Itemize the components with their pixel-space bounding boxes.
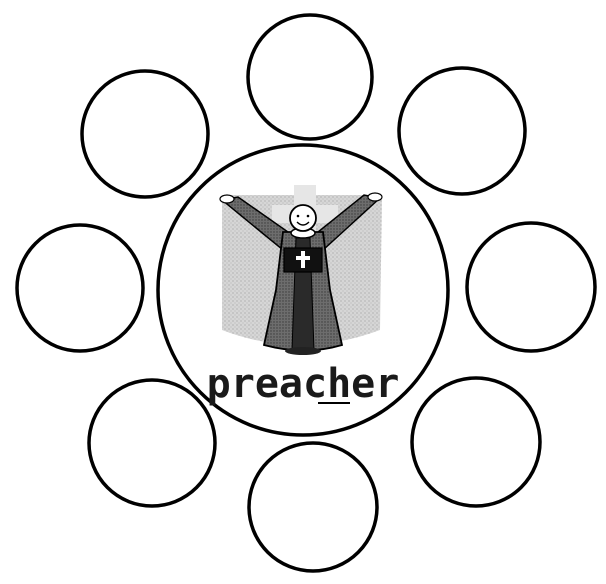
right-hand <box>368 193 382 201</box>
answer-circle-upper-right[interactable] <box>399 68 525 194</box>
right-eye <box>307 215 310 218</box>
answer-circle-mid-left[interactable] <box>17 225 143 351</box>
answer-circle-lower-right[interactable] <box>412 378 540 506</box>
left-hand <box>220 195 234 203</box>
answer-circle-upper-left[interactable] <box>82 71 208 197</box>
answer-circle-bottom[interactable] <box>249 443 377 571</box>
feet <box>285 347 321 355</box>
head <box>290 205 316 231</box>
left-eye <box>297 215 300 218</box>
book-cross-horizontal <box>296 256 310 260</box>
preacher-picture <box>220 185 382 355</box>
answer-circle-mid-right[interactable] <box>467 223 595 351</box>
center-word: preacher <box>207 361 400 407</box>
answer-circle-top[interactable] <box>248 15 372 139</box>
answer-circle-lower-left[interactable] <box>89 380 215 506</box>
